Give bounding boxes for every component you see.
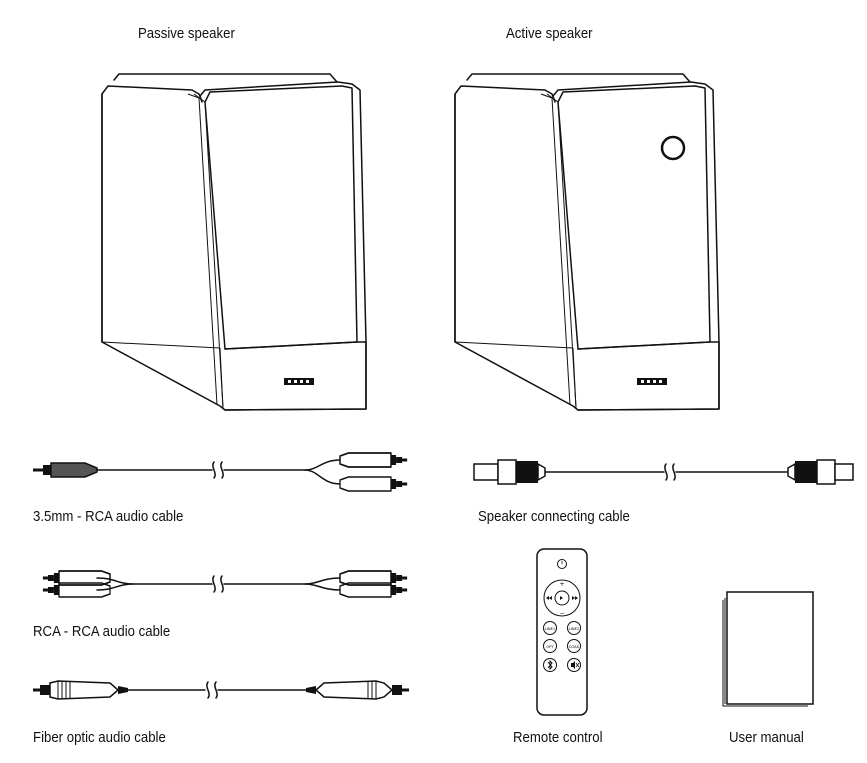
volume-knob-icon bbox=[660, 135, 686, 161]
previous-icon bbox=[546, 596, 552, 600]
active-speaker-label: Active speaker bbox=[506, 25, 593, 42]
svg-text:−: − bbox=[559, 610, 564, 617]
power-icon bbox=[557, 559, 567, 569]
rca-35mm-cable bbox=[33, 451, 409, 493]
fiber-optic-cable bbox=[33, 680, 409, 700]
bluetooth-icon bbox=[547, 659, 553, 671]
rca-35mm-cable-label: 3.5mm - RCA audio cable bbox=[33, 508, 184, 525]
play-pause-icon bbox=[560, 596, 563, 600]
line1-button-label: LINE1 bbox=[545, 627, 555, 631]
passive-speaker bbox=[101, 73, 367, 411]
opt-button-label: OPT bbox=[546, 645, 554, 649]
next-icon bbox=[572, 596, 578, 600]
remote-control: + − LINE1 LINE2 OPT COAX bbox=[536, 548, 588, 716]
speaker-cable-label: Speaker connecting cable bbox=[478, 508, 630, 525]
rca-rca-cable-label: RCA - RCA audio cable bbox=[33, 623, 171, 640]
coax-button-label: COAX bbox=[569, 645, 580, 649]
user-manual-label: User manual bbox=[729, 729, 804, 746]
navigation-ring bbox=[543, 579, 581, 617]
passive-speaker-label: Passive speaker bbox=[138, 25, 235, 42]
user-manual bbox=[722, 591, 814, 707]
svg-text:+: + bbox=[559, 581, 564, 588]
mute-icon bbox=[571, 661, 575, 669]
speaker-connecting-cable bbox=[473, 459, 854, 485]
line2-button-label: LINE2 bbox=[569, 627, 579, 631]
remote-control-label: Remote control bbox=[513, 729, 603, 746]
rca-rca-cable bbox=[41, 569, 409, 599]
active-speaker bbox=[454, 73, 720, 411]
fiber-optic-cable-label: Fiber optic audio cable bbox=[33, 729, 166, 746]
